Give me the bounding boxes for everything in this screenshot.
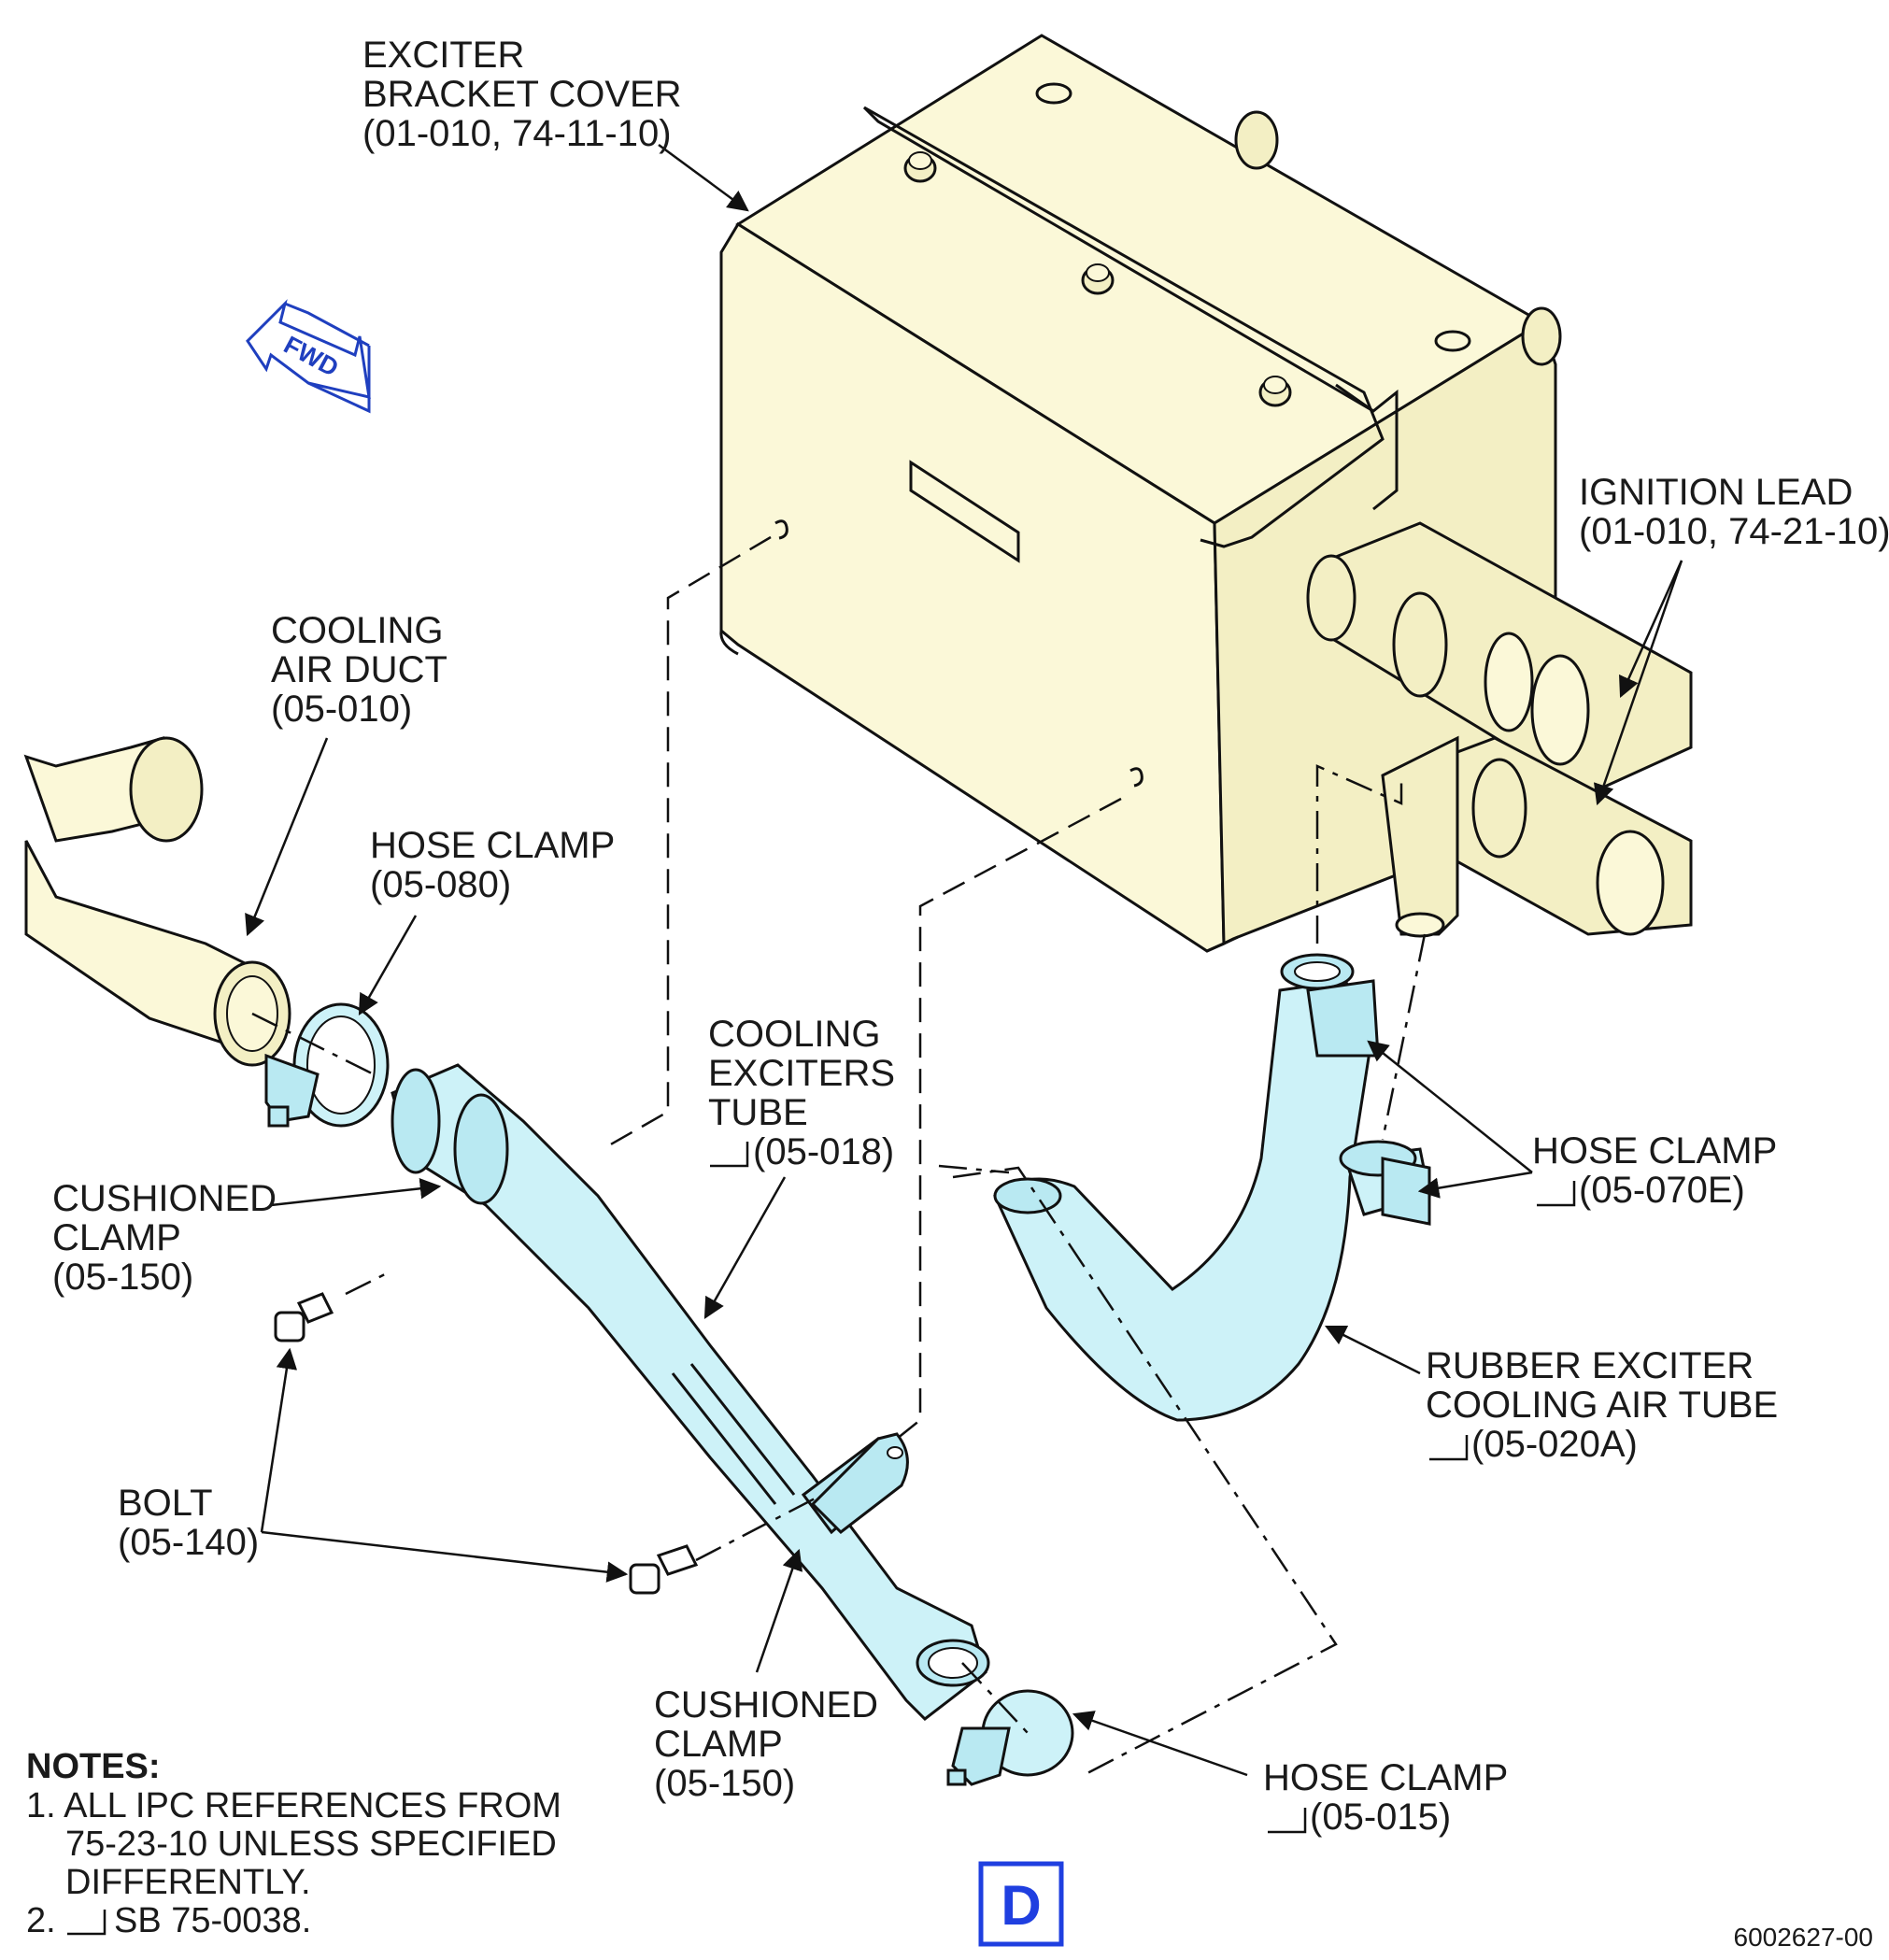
leader-cooling-air-duct — [245, 737, 329, 937]
label-line: (05-150) — [52, 1257, 193, 1298]
label-line: AIR DUCT — [271, 649, 447, 690]
label-line: (05-080) — [370, 864, 511, 905]
sb-flag-icon — [1537, 1181, 1576, 1207]
label-cushioned-clamp-bottom: CUSHIONED CLAMP (05-150) — [654, 1684, 878, 1804]
note-2-prefix: 2. — [26, 1901, 56, 1940]
label-line: COOLING AIR TUBE — [1426, 1385, 1778, 1426]
assembly-line-5 — [1315, 764, 1403, 944]
assembly-line-7 — [938, 1164, 1010, 1174]
cooling-exciters-tube — [391, 1063, 990, 1721]
label-hose-clamp-080: HOSE CLAMP (05-080) — [370, 825, 615, 905]
leader-cushioned-clamp-bottom — [755, 1548, 803, 1673]
note-1-line: 75-23-10 UNLESS SPECIFIED — [65, 1825, 557, 1864]
label-line: (05-015) — [1310, 1797, 1451, 1838]
label-line: HOSE CLAMP — [370, 825, 615, 866]
assembly-line-3 — [345, 1269, 393, 1296]
leader-ignition-lead-1 — [1619, 560, 1683, 699]
label-line: (01-010, 74-11-10) — [362, 113, 672, 154]
hose-clamp-015 — [946, 1689, 1074, 1786]
view-boundary — [952, 1166, 1338, 1777]
notes-block: NOTES: 1. ALL IPC REFERENCES FROM 75-23-… — [26, 1747, 561, 1940]
label-cooling-exciters-tube: COOLING EXCITERS TUBE (05-018) — [708, 1014, 895, 1172]
sb-flag-icon — [1268, 1808, 1307, 1834]
leader-rubber-exciter-tube — [1324, 1325, 1421, 1375]
label-line: BOLT — [118, 1483, 213, 1524]
label-bolt: BOLT (05-140) — [118, 1483, 259, 1563]
label-line: RUBBER EXCITER — [1426, 1345, 1754, 1386]
label-line: (05-140) — [118, 1522, 259, 1563]
label-line: CLAMP — [52, 1217, 181, 1258]
stud-nut-2 — [1081, 263, 1115, 295]
notes-title: NOTES: — [26, 1747, 161, 1786]
assembly-line-8 — [961, 1662, 1029, 1734]
label-line: (05-070E) — [1579, 1170, 1745, 1211]
label-line: (05-150) — [654, 1763, 795, 1804]
label-line: EXCITER — [362, 35, 524, 76]
label-line: COOLING — [708, 1014, 880, 1055]
leader-ignition-lead-2 — [1593, 560, 1683, 806]
leader-bolt-1 — [260, 1347, 298, 1533]
label-line: (05-020A) — [1471, 1424, 1638, 1465]
label-line: CLAMP — [654, 1724, 783, 1765]
label-cushioned-clamp-left: CUSHIONED CLAMP (05-150) — [52, 1178, 277, 1298]
stud-nut-1 — [903, 151, 937, 183]
label-line: IGNITION LEAD — [1579, 472, 1853, 513]
hose-clamp-080 — [264, 1002, 390, 1128]
assembly-line-2 — [896, 797, 1122, 1440]
note-1-line: DIFFERENTLY. — [65, 1863, 311, 1902]
rubber-exciter-cooling-air-tube — [993, 953, 1431, 1422]
assembly-line-9 — [251, 1012, 375, 1076]
stud-nut-3 — [1258, 376, 1292, 407]
cushioned-clamp-bottom — [810, 1432, 909, 1534]
label-ignition-lead: IGNITION LEAD (01-010, 74-21-10) — [1579, 472, 1889, 552]
label-line: HOSE CLAMP — [1532, 1130, 1777, 1172]
leader-cushioned-clamp-left — [270, 1178, 442, 1207]
label-rubber-exciter-tube: RUBBER EXCITER COOLING AIR TUBE (05-020A… — [1426, 1345, 1778, 1465]
cooling-air-duct — [23, 736, 291, 1067]
leader-hose-clamp-070e-1 — [1367, 1040, 1533, 1173]
label-line: (01-010, 74-21-10) — [1579, 511, 1889, 552]
note-2-text: SB 75-0038. — [114, 1901, 311, 1940]
label-line: TUBE — [708, 1092, 808, 1133]
label-hose-clamp-070e: HOSE CLAMP (05-070E) — [1532, 1130, 1777, 1211]
label-cooling-air-duct: COOLING AIR DUCT (05-010) — [271, 610, 447, 730]
fwd-arrow-icon: FWD — [246, 299, 371, 414]
label-line: (05-018) — [753, 1131, 894, 1172]
leader-exciter-bracket-cover — [658, 143, 749, 212]
sb-flag-icon — [1429, 1435, 1469, 1461]
label-line: BRACKET COVER — [362, 74, 682, 115]
assembly-line-4 — [695, 1493, 823, 1562]
label-exciter-bracket-cover: EXCITER BRACKET COVER (01-010, 74-11-10) — [362, 35, 682, 154]
drawing-number: 6002627-00 — [1734, 1923, 1873, 1952]
label-line: CUSHIONED — [52, 1178, 277, 1219]
label-line: COOLING — [271, 610, 443, 651]
bolt-upper — [274, 1292, 334, 1342]
leader-hose-clamp-015 — [1072, 1711, 1248, 1777]
label-line: EXCITERS — [708, 1053, 895, 1094]
leader-hose-clamp-080 — [358, 915, 418, 1016]
leader-hose-clamp-070e-2 — [1417, 1171, 1533, 1199]
label-line: CUSHIONED — [654, 1684, 878, 1726]
assembly-line-1 — [602, 535, 772, 1151]
assembly-line-6 — [1381, 933, 1427, 1141]
ignition-lead-upper — [1306, 521, 1693, 796]
sb-flag-icon — [710, 1142, 749, 1168]
sb-flag-icon — [67, 1910, 107, 1936]
label-line: (05-010) — [271, 689, 412, 730]
label-line: HOSE CLAMP — [1263, 1757, 1508, 1798]
view-label: D — [978, 1861, 1064, 1947]
bolt-lower — [629, 1544, 699, 1595]
view-letter: D — [1001, 1874, 1041, 1937]
note-1-line: 1. ALL IPC REFERENCES FROM — [26, 1786, 561, 1825]
leader-bolt-2 — [261, 1530, 629, 1583]
label-hose-clamp-015: HOSE CLAMP (05-015) — [1263, 1757, 1508, 1838]
leader-cooling-exciters-tube — [703, 1176, 787, 1319]
